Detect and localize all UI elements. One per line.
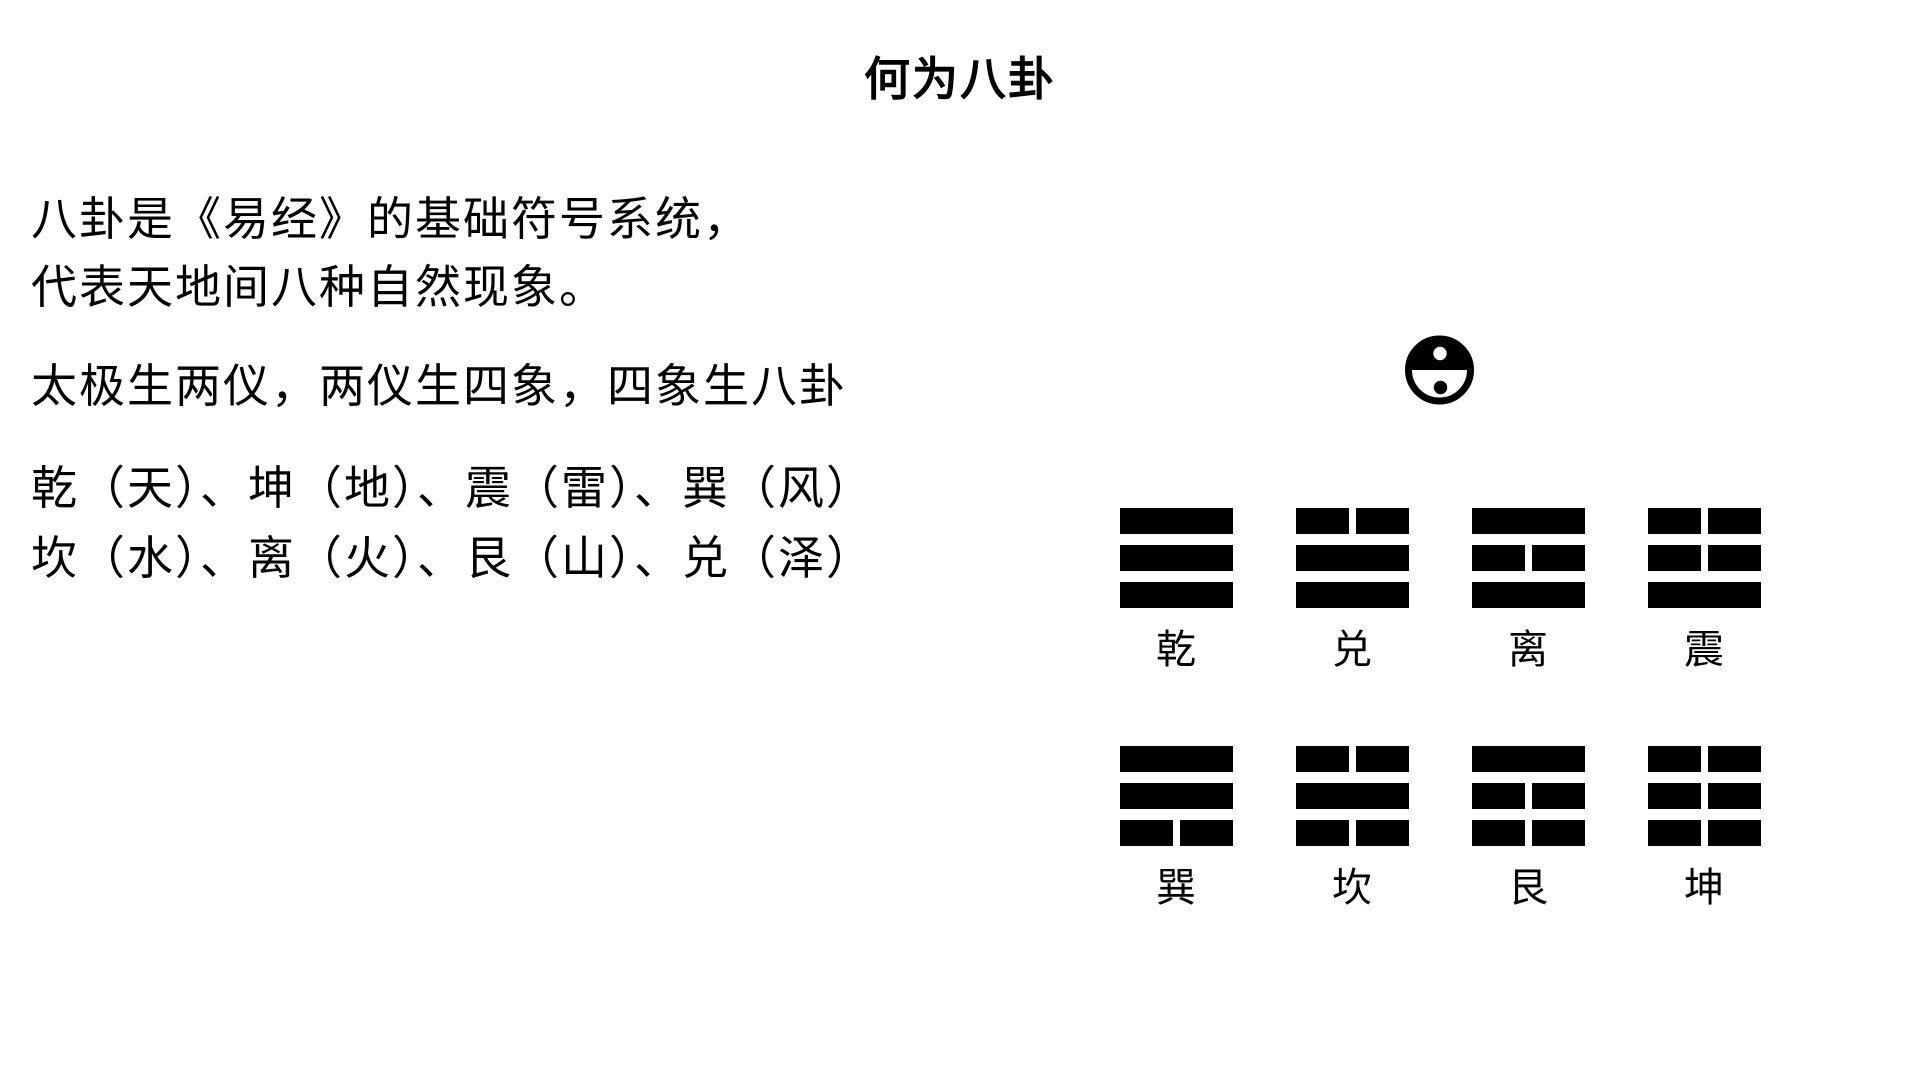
trigram-line-segment: [1471, 783, 1525, 809]
trigram-line-broken: [1295, 820, 1409, 846]
trigram-names-line-2: 坎（水）、离（火）、艮（山）、兑（泽）: [31, 532, 874, 584]
trigram-figure: 巽: [1088, 746, 1264, 908]
trigram-line-segment: [1355, 508, 1409, 534]
trigram-line-solid: [1295, 783, 1409, 809]
trigram-line-segment: [1707, 820, 1761, 846]
trigram-figure: 艮: [1440, 746, 1616, 908]
trigram-figure: 兑: [1264, 508, 1440, 670]
trigram-line-solid: [1119, 783, 1233, 809]
trigram-line-broken: [1647, 820, 1761, 846]
trigram-line-solid: [1471, 582, 1585, 608]
trigram-label: 乾: [1156, 628, 1196, 672]
trigram-figure: 震: [1616, 508, 1792, 670]
trigram-glyph: [1119, 746, 1233, 846]
principle-paragraph: 太极生两仪，两仪生四象，四象生八卦: [31, 352, 847, 420]
trigram-label: 离: [1508, 628, 1548, 672]
trigram-line-broken: [1295, 746, 1409, 772]
trigram-line-segment: [1531, 820, 1585, 846]
trigram-line-broken: [1647, 746, 1761, 772]
principle-line: 太极生两仪，两仪生四象，四象生八卦: [31, 360, 847, 412]
trigram-line-segment: [1647, 545, 1701, 571]
intro-paragraph: 八卦是《易经》的基础符号系统， 代表天地间八种自然现象。: [31, 185, 751, 321]
trigram-line-segment: [1531, 545, 1585, 571]
trigram-line-segment: [1355, 746, 1409, 772]
trigram-line-solid: [1119, 545, 1233, 571]
trigram-line-broken: [1295, 508, 1409, 534]
trigram-figure: 坎: [1264, 746, 1440, 908]
trigram-line-segment: [1647, 820, 1701, 846]
trigram-line-segment: [1707, 508, 1761, 534]
trigram-line-broken: [1647, 783, 1761, 809]
intro-line-1: 八卦是《易经》的基础符号系统，: [31, 193, 751, 245]
trigram-line-broken: [1647, 545, 1761, 571]
trigram-line-solid: [1295, 582, 1409, 608]
page-title: 何为八卦: [864, 53, 1056, 105]
trigram-glyph: [1471, 508, 1585, 608]
trigram-line-solid: [1647, 582, 1761, 608]
trigram-line-segment: [1471, 820, 1525, 846]
trigram-line-broken: [1471, 545, 1585, 571]
trigram-line-segment: [1295, 746, 1349, 772]
trigram-line-broken: [1471, 820, 1585, 846]
trigram-glyph: [1119, 508, 1233, 608]
trigram-line-broken: [1119, 820, 1233, 846]
trigram-line-segment: [1707, 545, 1761, 571]
trigram-line-segment: [1707, 783, 1761, 809]
trigram-line-solid: [1119, 746, 1233, 772]
trigram-line-solid: [1295, 545, 1409, 571]
trigram-line-broken: [1647, 508, 1761, 534]
trigram-line-broken: [1471, 783, 1585, 809]
trigram-line-solid: [1119, 508, 1233, 534]
trigram-glyph: [1647, 746, 1761, 846]
trigram-line-solid: [1119, 582, 1233, 608]
trigram-glyph: [1295, 746, 1409, 846]
trigram-grid-row-2: 巽坎艮坤: [1088, 746, 1792, 908]
trigram-line-segment: [1119, 820, 1173, 846]
trigram-figure: 乾: [1088, 508, 1264, 670]
trigram-line-segment: [1647, 746, 1701, 772]
trigram-names-paragraph: 乾（天）、坤（地）、震（雷）、巽（风） 坎（水）、离（火）、艮（山）、兑（泽）: [31, 453, 874, 593]
taiji-yinyang-icon: [1405, 335, 1474, 405]
trigram-figure: 坤: [1616, 746, 1792, 908]
trigram-glyph: [1647, 508, 1761, 608]
trigram-glyph: [1471, 746, 1585, 846]
trigram-label: 艮: [1508, 866, 1548, 910]
trigram-line-segment: [1295, 508, 1349, 534]
trigram-line-segment: [1707, 746, 1761, 772]
trigram-line-segment: [1179, 820, 1233, 846]
trigram-line-segment: [1471, 545, 1525, 571]
trigram-figure: 离: [1440, 508, 1616, 670]
trigram-line-solid: [1471, 508, 1585, 534]
trigram-glyph: [1295, 508, 1409, 608]
trigram-label: 震: [1684, 628, 1724, 672]
trigram-label: 坤: [1684, 866, 1724, 910]
trigram-label: 坎: [1332, 866, 1372, 910]
trigram-line-solid: [1471, 746, 1585, 772]
trigram-line-segment: [1531, 783, 1585, 809]
trigram-line-segment: [1295, 820, 1349, 846]
trigram-names-line-1: 乾（天）、坤（地）、震（雷）、巽（风）: [31, 462, 874, 514]
trigram-grid-row-1: 乾兑离震: [1088, 508, 1792, 670]
trigram-line-segment: [1647, 508, 1701, 534]
trigram-line-segment: [1355, 820, 1409, 846]
trigram-label: 巽: [1156, 866, 1196, 910]
trigram-line-segment: [1647, 783, 1701, 809]
intro-line-2: 代表天地间八种自然现象。: [31, 261, 607, 313]
trigram-label: 兑: [1332, 628, 1372, 672]
